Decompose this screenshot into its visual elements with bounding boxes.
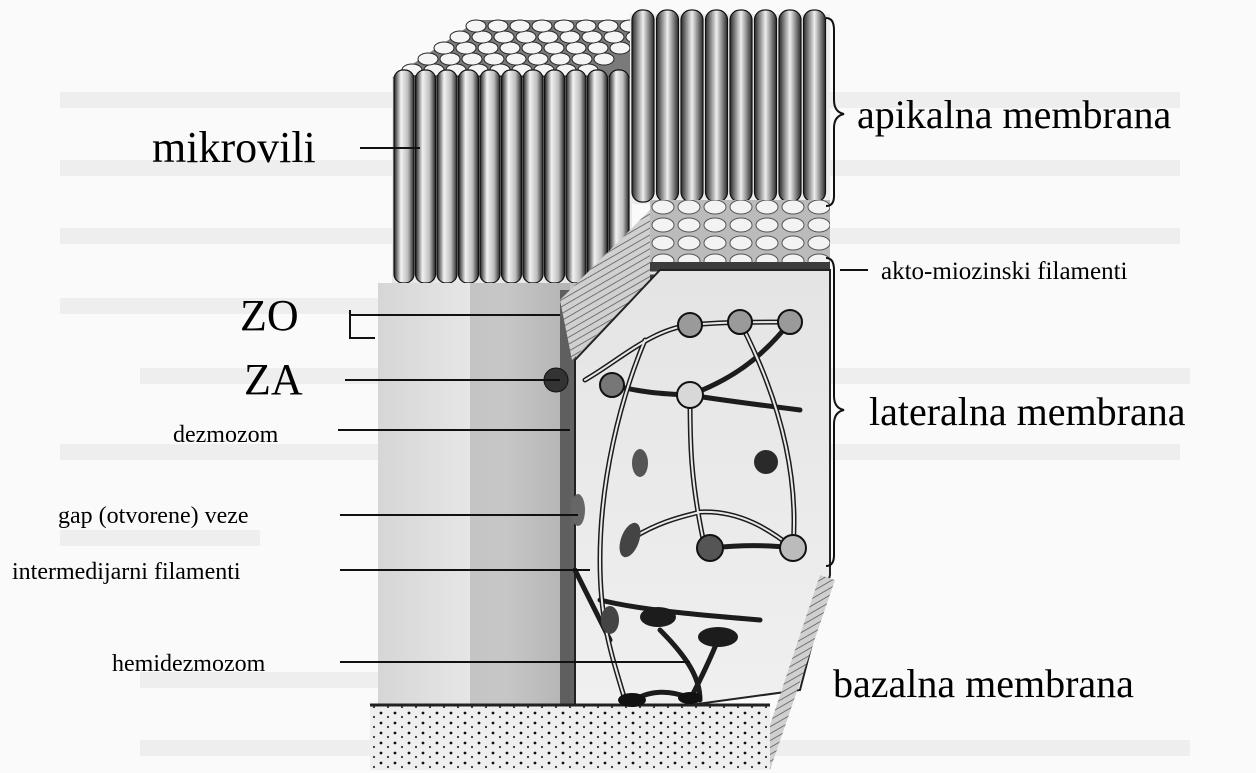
label-apikalna: apikalna membrana (857, 95, 1171, 135)
label-intermedijarni: intermedijarni filamenti (12, 560, 241, 584)
label-bazalna: bazalna membrana (833, 664, 1134, 704)
label-mikrovili: mikrovili (152, 126, 316, 170)
label-lateralna: lateralna membrana (869, 392, 1185, 432)
label-zo: ZO (240, 294, 299, 338)
label-hemidezmozom: hemidezmozom (112, 652, 265, 676)
basal-lamina (370, 705, 770, 770)
label-gap: gap (otvorene) veze (58, 504, 249, 528)
label-za: ZA (244, 358, 303, 402)
label-dezmozom: dezmozom (173, 423, 278, 447)
microvilli-front (394, 70, 629, 283)
label-akto: akto-miozinski filamenti (881, 259, 1127, 284)
cytoplasm-cut-surface (650, 200, 830, 270)
